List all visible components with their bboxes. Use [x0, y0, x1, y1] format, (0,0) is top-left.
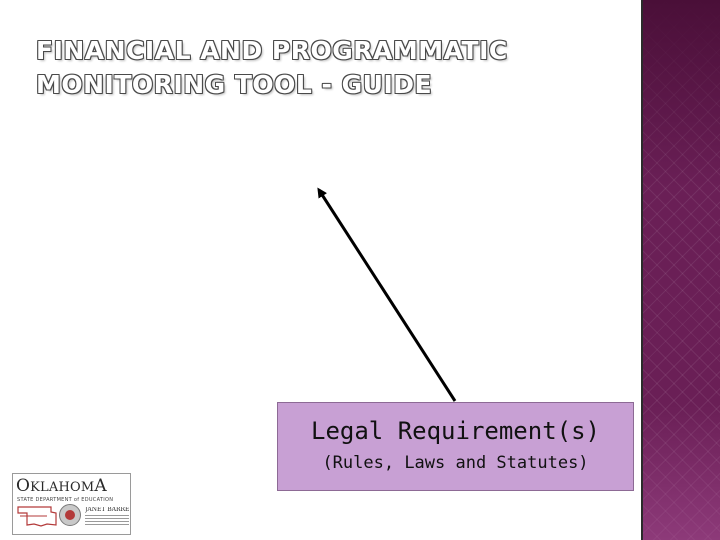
decorative-side-band — [641, 0, 720, 540]
oklahoma-state-outline-icon — [17, 506, 57, 527]
page-title: FINANCIAL AND PROGRAMMATIC MONITORING TO… — [36, 34, 596, 102]
superintendent-signature: JANET BARRESI — [85, 507, 129, 525]
title-line-1: FINANCIAL AND PROGRAMMATIC — [36, 36, 508, 65]
title-line-2: MONITORING TOOL - GUIDE — [36, 70, 433, 99]
arrow-line — [317, 187, 457, 402]
legal-requirement-sublabel: (Rules, Laws and Statutes) — [322, 453, 589, 473]
legal-requirements-box: Legal Requirement(s) (Rules, Laws and St… — [277, 402, 634, 491]
state-seal-icon — [59, 504, 81, 526]
legal-requirement-label: Legal Requirement(s) — [311, 417, 600, 445]
oklahoma-sde-logo: OKLAHOMA STATE DEPARTMENT of EDUCATION J… — [12, 473, 131, 535]
